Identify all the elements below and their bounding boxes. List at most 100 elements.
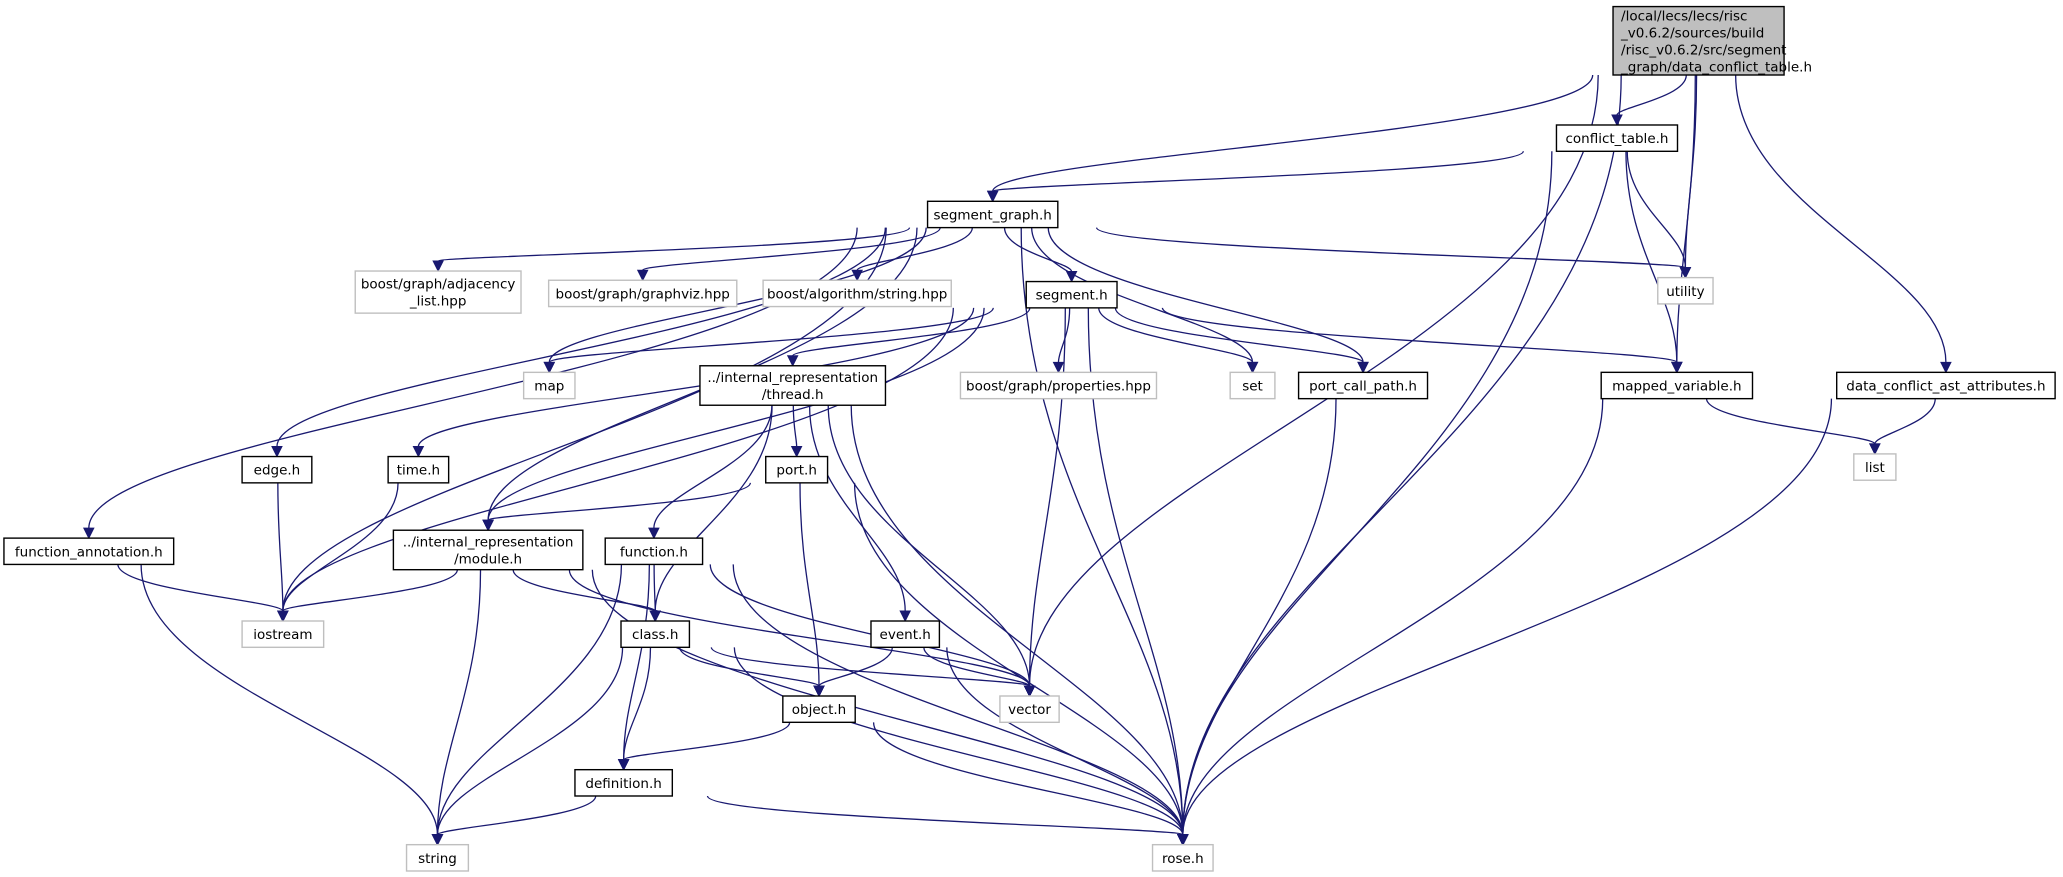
edge-time-to-iostream [282, 482, 399, 612]
edge-segment-to-mapped_variable [1161, 307, 1678, 363]
edge-thread-to-event [808, 405, 906, 612]
node-box [3, 537, 175, 566]
arrowhead-segment-to-map [543, 361, 556, 374]
node-event[interactable]: event.h [870, 620, 941, 649]
node-box [1151, 843, 1214, 872]
node-map: map [522, 371, 576, 400]
edge-segment-to-module [487, 307, 985, 521]
edge-module-to-vector [568, 569, 1031, 687]
node-vector: vector [999, 695, 1060, 724]
node-box [926, 200, 1059, 229]
node-set: set [1229, 371, 1276, 400]
node-label: segment.h [1036, 288, 1108, 304]
node-function-annotation[interactable]: function_annotation.h [3, 537, 175, 566]
node-label: /risc_v0.6.2/src/segment [1621, 42, 1786, 58]
arrowhead-thread-to-function [648, 527, 660, 540]
edge-data_conflict_ast-to-list [1874, 398, 1936, 445]
edges-layer [82, 74, 1952, 846]
arrowhead-segment-to-port_call_path [1357, 361, 1369, 374]
node-object[interactable]: object.h [782, 695, 856, 724]
arrowhead-function-to-class [649, 610, 662, 623]
arrowhead-thread-to-event [899, 610, 912, 623]
arrowhead-root-to-conflict_table [1611, 114, 1623, 127]
node-class[interactable]: class.h [620, 620, 691, 649]
node-mapped-variable[interactable]: mapped_variable.h [1600, 371, 1754, 400]
node-edge[interactable]: edge.h [241, 455, 313, 484]
node-box [241, 455, 313, 484]
arrowhead-definition-to-rose [1176, 834, 1189, 846]
edge-function-to-string [436, 564, 623, 835]
node-label: _v0.6.2/sources/build [1620, 25, 1764, 41]
node-conflict-table[interactable]: conflict_table.h [1555, 124, 1679, 153]
edge-thread-to-port [792, 405, 798, 447]
node-label: boost/graph/graphviz.hpp [556, 286, 730, 302]
arrowhead-module-to-iostream [277, 610, 289, 623]
node-box [1657, 276, 1714, 305]
edge-data_conflict_ast-to-rose [1182, 398, 1833, 835]
node-thread[interactable]: ../internal_representation/thread.h [699, 365, 887, 406]
edge-root-to-mapped_variable [1676, 74, 1696, 363]
node-time[interactable]: time.h [387, 455, 450, 484]
node-box [620, 620, 691, 649]
node-function[interactable]: function.h [604, 537, 704, 566]
node-label: /local/lecs/lecs/risc [1621, 8, 1747, 24]
node-box [387, 455, 450, 484]
node-box [1836, 371, 2056, 400]
node-definition[interactable]: definition.h [574, 768, 674, 797]
node-label: string [418, 851, 457, 867]
arrowhead-root-to-data_conflict_ast [1940, 361, 1952, 374]
edge-segment-to-rose [1087, 307, 1184, 835]
node-segment-graph[interactable]: segment_graph.h [926, 200, 1059, 229]
edge-event-to-vector [923, 647, 1031, 687]
edge-segment_graph-to-rose [1020, 227, 1184, 835]
node-label: set [1242, 378, 1263, 394]
node-box [574, 768, 674, 797]
edge-function-to-rose [732, 564, 1184, 835]
edge-segment_graph-to-port_call_path [1047, 227, 1364, 363]
edge-conflict_table-to-mapped_variable [1625, 151, 1678, 363]
node-utility: utility [1657, 276, 1714, 305]
edge-event-to-rose [946, 647, 1184, 835]
edge-segment_graph-to-adjacency_list [437, 227, 911, 262]
nodes-layer: /local/lecs/lecs/risc_v0.6.2/sources/bui… [3, 5, 2056, 872]
node-box [392, 529, 584, 571]
node-string: string [405, 843, 470, 872]
node-label: function_annotation.h [15, 544, 163, 560]
arrowhead-segment_graph-to-graphviz [636, 269, 649, 282]
node-graphviz: boost/graph/graphviz.hpp [547, 279, 738, 308]
arrowhead-object-to-definition [617, 759, 630, 771]
edge-port-to-rose [853, 482, 1184, 835]
node-module[interactable]: ../internal_representation/module.h [392, 529, 584, 571]
edge-segment-to-port_call_path [1114, 307, 1364, 363]
edge-root-to-segment_graph [992, 74, 1594, 192]
node-root[interactable]: /local/lecs/lecs/risc_v0.6.2/sources/bui… [1612, 5, 1812, 76]
node-label: class.h [632, 627, 678, 643]
node-box [870, 620, 941, 649]
node-data-conflict-ast[interactable]: data_conflict_ast_attributes.h [1836, 371, 2056, 400]
edge-conflict_table-to-segment_graph [992, 150, 1524, 192]
node-box [1229, 371, 1276, 400]
edge-module-to-iostream [282, 569, 458, 612]
node-box [1612, 5, 1785, 76]
arrowhead-segment-to-properties [1052, 361, 1065, 374]
node-segment[interactable]: segment.h [1025, 280, 1118, 309]
node-label: boost/graph/adjacency [361, 277, 516, 293]
node-label: boost/graph/properties.hpp [966, 378, 1151, 394]
arrowhead-segment_graph-to-adjacency_list [432, 260, 444, 273]
node-port-call-path[interactable]: port_call_path.h [1297, 371, 1429, 400]
node-label: utility [1666, 284, 1704, 300]
node-label: rose.h [1162, 851, 1204, 867]
node-label: _graph/data_conflict_table.h [1620, 59, 1812, 75]
edge-segment-to-set [1098, 307, 1254, 363]
edge-port-to-module [487, 482, 752, 521]
edge-segment-to-time [417, 307, 975, 447]
edge-class-to-vector [710, 646, 1031, 687]
node-label: /module.h [454, 551, 522, 567]
node-port[interactable]: port.h [765, 455, 829, 484]
node-label: vector [1008, 702, 1051, 718]
edge-root-to-vector [1028, 74, 1599, 687]
edge-segment-to-iostream [282, 307, 954, 612]
edge-segment_graph-to-graphviz [642, 227, 941, 271]
node-properties: boost/graph/properties.hpp [959, 371, 1158, 400]
node-box [999, 695, 1060, 724]
